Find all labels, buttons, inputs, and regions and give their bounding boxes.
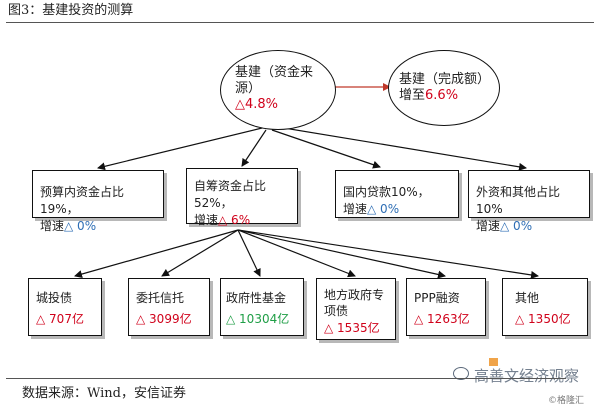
node-entrusted-trust-value: △ 3099亿 [136,312,192,326]
data-source: 数据来源：Wind，安信证券 [22,386,186,401]
node-domestic-loans-line1: 国内贷款10%， [343,185,430,199]
arrow-selfraised-to-other [237,229,539,279]
node-government-fund-label: 政府性基金 [226,291,287,305]
node-budget-funds-prefix: 增速 [40,219,65,233]
arrow-selfraised-to-ppp [237,229,446,279]
node-other-label: 其他 [515,291,540,305]
node-self-raised-funds-value: △ 6% [218,213,251,227]
top-divider [6,22,594,23]
root-node-line2: 源） [235,81,262,96]
arrow-selfraised-to-govfund [237,229,261,277]
node-chengtou-bonds: 城投债 △ 707亿 [28,278,102,336]
side-node-line1: 基建（完成额） [399,72,491,87]
decorative-mark [489,358,498,366]
node-self-raised-funds-line1: 自筹资金占比52%， [194,179,267,210]
node-ppp-financing: PPP融资 △ 1263亿 [406,278,486,336]
side-node-prefix: 增至 [399,88,426,103]
watermark-corner: ©格隆汇 [548,396,585,406]
arrow-selfraised-to-specialbond [237,229,356,278]
node-budget-funds: 预算内资金占比19%， 增速△ 0% [32,170,164,233]
arrow-root-to-selfraised [241,129,267,167]
node-foreign-and-other-value: △ 0% [500,219,533,233]
node-local-special-bonds-value: △ 1535亿 [324,321,380,335]
root-node-delta: △4.8% [235,97,279,112]
node-domestic-loans: 国内贷款10%， 增速△ 0% [335,170,459,218]
side-node-value: 6.6% [425,88,459,103]
node-budget-funds-line1: 预算内资金占比19%， [40,185,125,216]
arrow-root-to-foreign [277,126,527,171]
node-ppp-financing-value: △ 1263亿 [414,312,470,326]
bottom-divider [6,378,566,379]
node-other: 其他 △ 1350亿 [502,278,588,336]
node-budget-funds-value: △ 0% [64,219,97,233]
node-self-raised-funds-prefix: 增速 [194,213,219,227]
node-foreign-and-other-prefix: 增速 [476,219,501,233]
side-node-infrastructure-completed: 基建（完成额） 增至6.6% [388,50,500,126]
node-local-special-bonds-label: 地方政府专项债 [324,288,385,318]
arrow-selfraised-to-trust [161,229,239,277]
node-local-special-bonds: 地方政府专项债 △ 1535亿 [316,278,396,340]
node-entrusted-trust-label: 委托信托 [136,291,185,305]
node-foreign-and-other: 外资和其他占比10% 增速△ 0% [468,170,590,233]
root-node-infrastructure-funding: 基建（资金来 源） △4.8% [220,50,336,130]
arrow-root-to-budget [97,127,263,171]
root-node-line1: 基建（资金来 [235,65,314,80]
node-entrusted-trust: 委托信托 △ 3099亿 [128,278,210,336]
node-foreign-and-other-line1: 外资和其他占比10% [476,185,561,216]
node-self-raised-funds: 自筹资金占比52%， 增速△ 6% [186,168,298,227]
figure-title: 图3：基建投资的测算 [8,3,134,18]
node-ppp-financing-label: PPP融资 [414,291,460,305]
watermark-main: 高善文经济观察 [474,367,580,385]
node-domestic-loans-prefix: 增速 [343,202,368,216]
wechat-icon [453,367,469,380]
side-node-line2: 增至6.6% [399,88,490,104]
node-government-fund-value: △ 10304亿 [226,312,290,326]
node-other-value: △ 1350亿 [515,312,571,326]
node-chengtou-bonds-value: △ 707亿 [36,312,84,326]
arrow-selfraised-to-chengtou [74,229,239,278]
watermark-text: 高善文经济观察 [452,365,579,386]
node-domestic-loans-value: △ 0% [367,202,400,216]
node-government-fund: 政府性基金 △ 10304亿 [220,278,304,336]
node-chengtou-bonds-label: 城投债 [36,291,73,305]
arrow-root-to-loans [271,129,381,169]
